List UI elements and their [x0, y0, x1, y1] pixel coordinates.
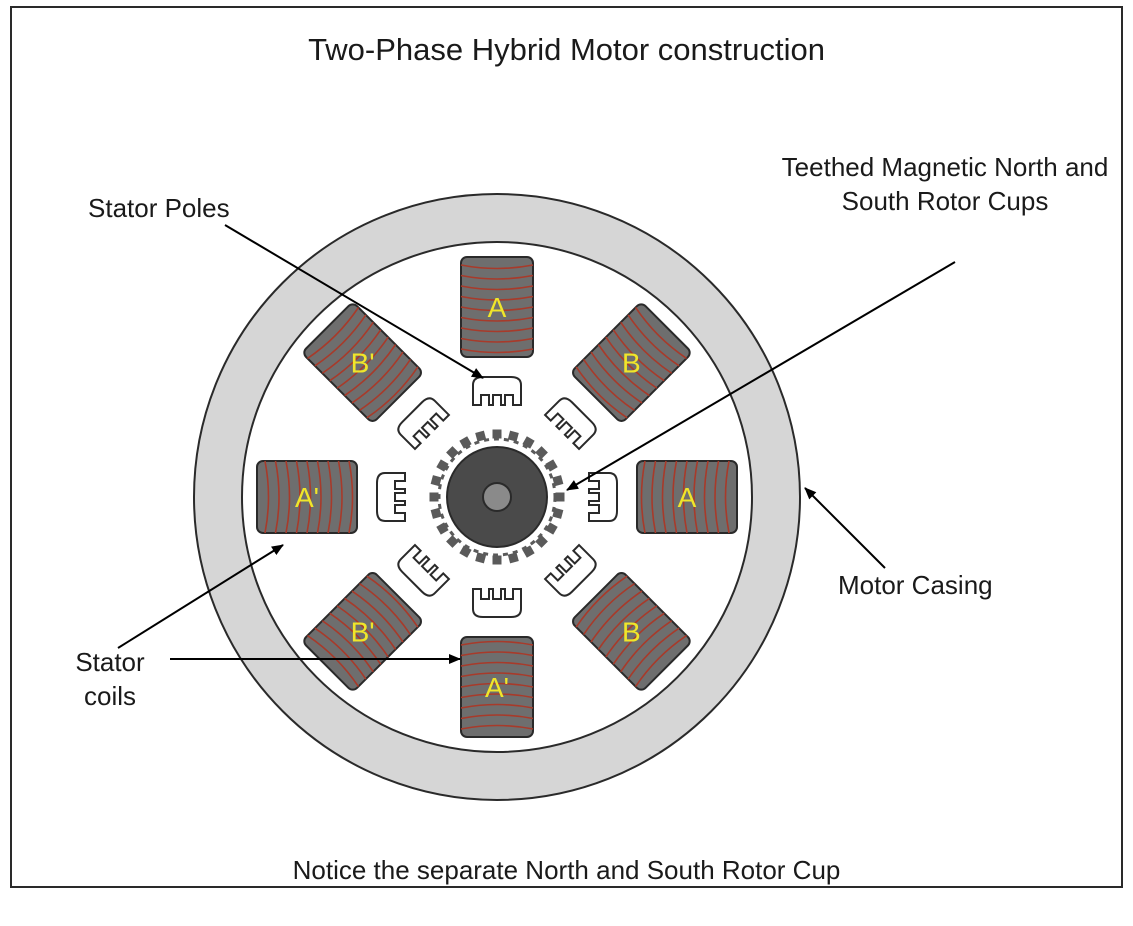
- stator-poles-group: [376, 376, 618, 618]
- stator-coil-bottom-right: [572, 572, 691, 691]
- rotor-tooth: [506, 429, 521, 443]
- motor-casing-label: Motor Casing: [838, 570, 993, 600]
- stator-pole-top: [472, 376, 522, 406]
- stator-pole-top-right: [543, 397, 597, 451]
- coil-label-bottom: A': [485, 672, 509, 703]
- diagram-footer-note: Notice the separate North and South Roto…: [292, 855, 841, 885]
- stator-coil-right: [636, 460, 738, 534]
- stator-pole-bottom-left: [397, 543, 451, 597]
- rotor-tooth: [533, 533, 550, 550]
- stator-coil-left: [256, 460, 358, 534]
- rotor-tooth: [444, 444, 461, 461]
- coil-label-left: A': [295, 482, 319, 513]
- stator-pole-bottom: [472, 588, 522, 618]
- rotor-tooth: [429, 473, 443, 488]
- diagram-title: Two-Phase Hybrid Motor construction: [308, 32, 825, 67]
- stator-coils-label: Stator coils: [75, 647, 145, 711]
- rotor-tooth: [473, 429, 488, 443]
- stator-pole-right: [588, 472, 618, 522]
- stator-pole-bottom-right: [543, 543, 597, 597]
- stator-poles-arrow: [224, 224, 484, 379]
- stator-poles-label: Stator Poles: [88, 193, 230, 223]
- rotor-cups-label: Teethed Magnetic North and South Rotor C…: [781, 152, 1109, 216]
- motor-casing-arrow: [804, 487, 886, 569]
- stator-coil-top-right: [572, 303, 691, 422]
- rotor-cups-arrow: [566, 261, 956, 491]
- stator-pole-left: [376, 472, 406, 522]
- coil-label-bottom-right: B: [622, 616, 641, 647]
- stator-coil-top-left: [303, 303, 422, 422]
- coil-label-bottom-left: B': [351, 616, 375, 647]
- rotor-tooth: [429, 506, 443, 521]
- rotor-tooth: [444, 533, 461, 550]
- rotor-shaft: [482, 482, 512, 512]
- rotor-tooth: [533, 444, 550, 461]
- coil-label-right: A: [678, 482, 697, 513]
- stator-coils-arrow-upper: [117, 544, 284, 649]
- coil-label-top-right: B: [622, 348, 641, 379]
- coil-label-top: A: [488, 292, 507, 323]
- stator-coil-bottom: [460, 636, 534, 738]
- stator-coil-top: [460, 256, 534, 358]
- stator-coils-group: A B A B A' B' A' B': [256, 256, 738, 738]
- stator-pole-top-left: [397, 397, 451, 451]
- coil-label-top-left: B': [351, 348, 375, 379]
